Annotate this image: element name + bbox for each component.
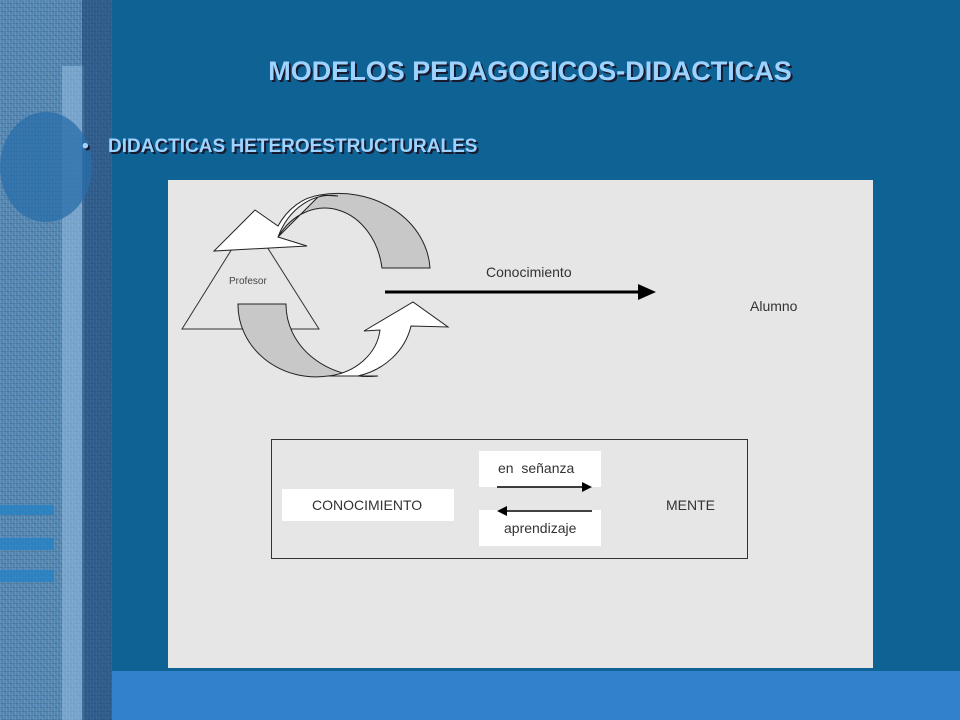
learning-label: aprendizaje: [504, 520, 577, 536]
knowledge-box: CONOCIMIENTO: [282, 489, 454, 521]
cycle-arrow-upper-head: [212, 194, 339, 252]
knowledge-arrow-head: [638, 284, 656, 300]
decorative-bar: [82, 0, 112, 720]
decorative-stripe: [0, 538, 54, 550]
cycle-arrow-lower-head: [327, 301, 450, 377]
teacher-label: Profesor: [229, 276, 267, 287]
decorative-bar: [62, 66, 84, 720]
learning-arrow-head: [497, 506, 507, 516]
knowledge-mind-box: CONOCIMIENTO en señanza aprendizaje MENT…: [271, 439, 748, 559]
bullet-marker: •: [82, 136, 89, 157]
mind-label: MENTE: [666, 497, 715, 513]
exchange-arrows: [497, 482, 592, 516]
teaching-arrow-head: [582, 482, 592, 492]
knowledge-label: Conocimiento: [486, 264, 572, 280]
knowledge-box-label: CONOCIMIENTO: [312, 497, 423, 513]
decorative-stripe: [0, 505, 54, 515]
teaching-box: en señanza: [479, 451, 601, 487]
student-label: Alumno: [750, 298, 798, 314]
cycle-arrow-lower-band: [237, 303, 379, 378]
cycle-diagram: [181, 192, 656, 378]
slide-background: [112, 0, 960, 160]
diagram-panel: Profesor Conocimiento Alumno CONOCIMIENT…: [168, 180, 873, 668]
slide-title: MODELOS PEDAGOGICOS-DIDACTICAS: [268, 56, 792, 86]
bullet-text: DIDACTICAS HETEROESTRUCTURALES: [108, 136, 478, 157]
teaching-label: en señanza: [498, 460, 575, 476]
decorative-stripe: [0, 570, 54, 582]
cycle-arrow-upper-band: [277, 192, 431, 269]
decorative-circle: [0, 112, 92, 222]
bottom-band: [112, 671, 960, 720]
bullet-item: • DIDACTICAS HETEROESTRUCTURALES: [82, 136, 477, 158]
learning-box: aprendizaje: [479, 510, 601, 546]
